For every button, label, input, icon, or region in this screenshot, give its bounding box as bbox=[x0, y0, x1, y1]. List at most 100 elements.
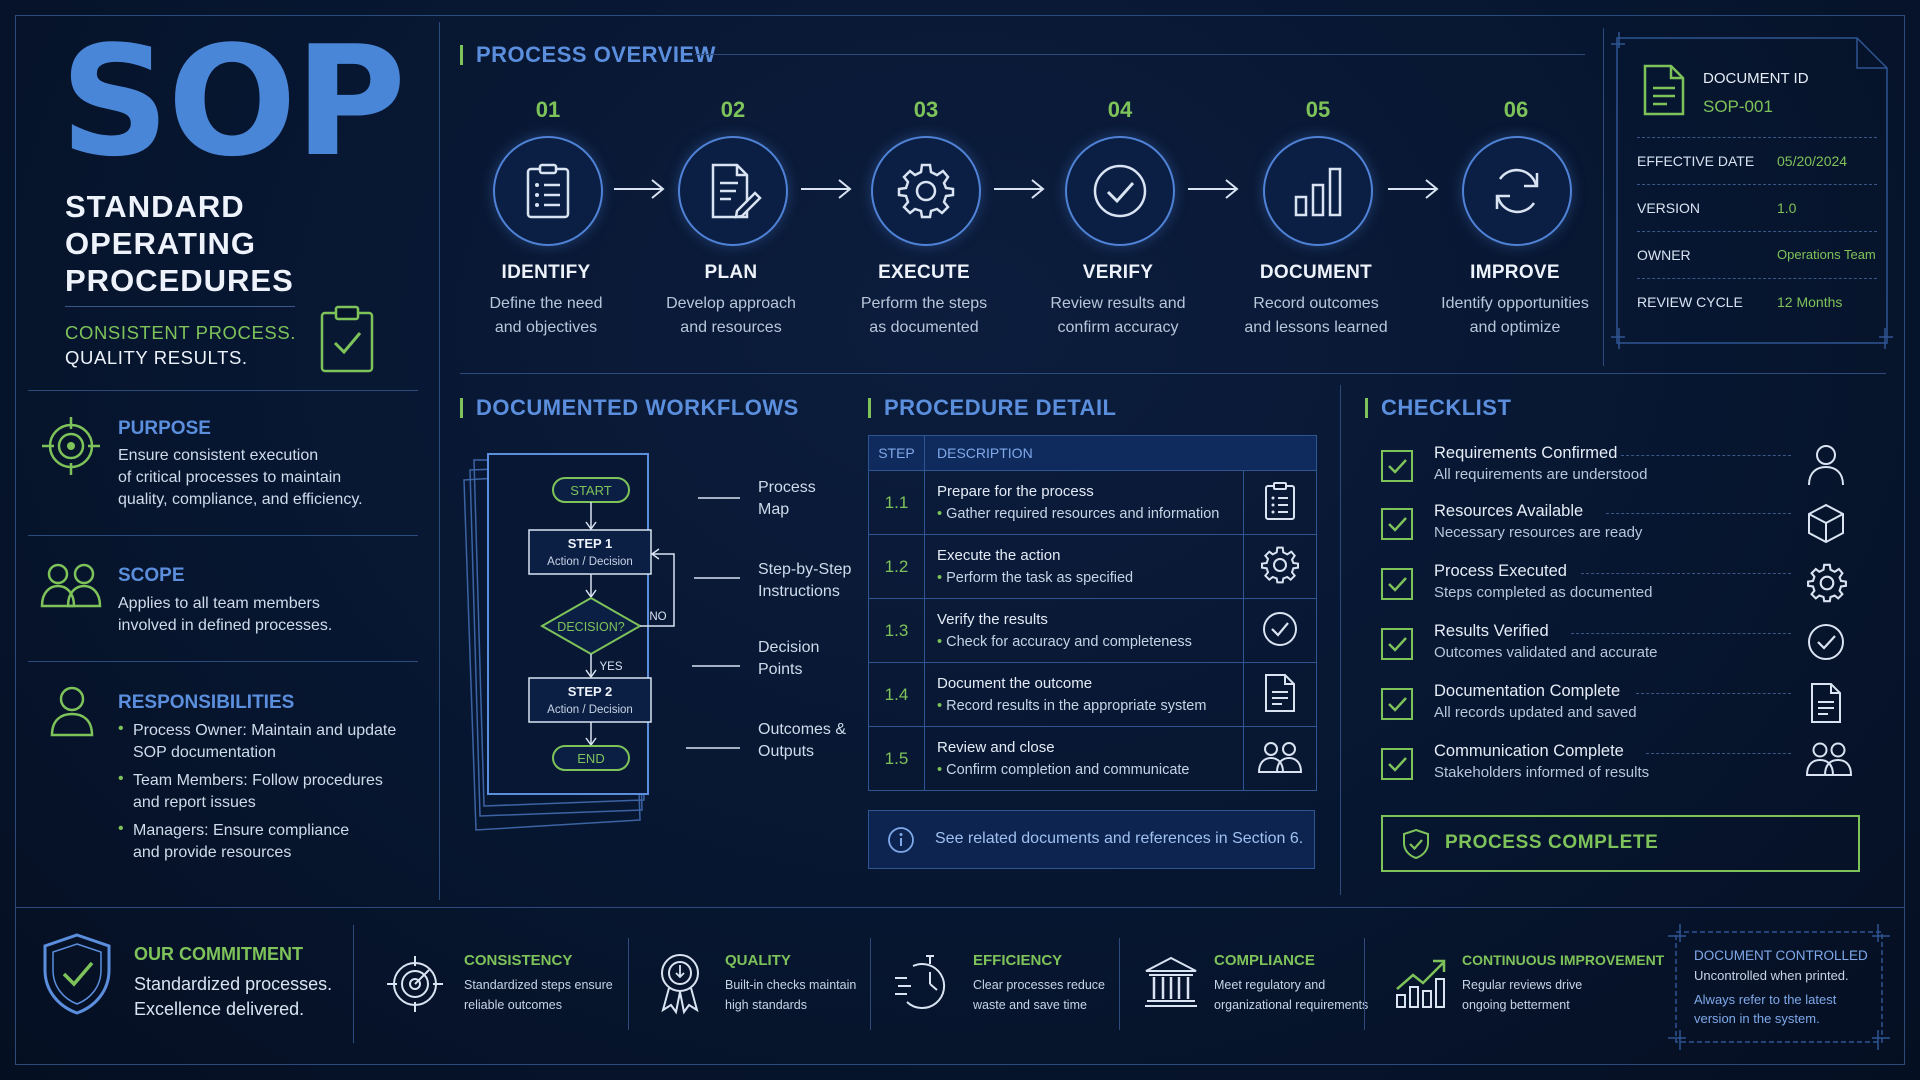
pillar-title: QUALITY bbox=[725, 952, 791, 969]
leader-line bbox=[1646, 753, 1791, 754]
row-divider bbox=[1637, 184, 1877, 185]
checklist-item-title: Resources Available bbox=[1434, 502, 1584, 520]
no-label: NO bbox=[649, 611, 666, 623]
table-row[interactable]: 1.4 Document the outcomeRecord results i… bbox=[868, 662, 1317, 727]
left-column-divider bbox=[439, 22, 440, 900]
building-columns-icon bbox=[1143, 955, 1199, 1014]
checklist-item[interactable]: Resources Available Necessary resources … bbox=[1381, 502, 1861, 552]
checklist-item[interactable]: Documentation Complete All records updat… bbox=[1381, 682, 1861, 732]
commitment-title: OUR COMMITMENT bbox=[134, 944, 303, 964]
checklist-item-title: Communication Complete bbox=[1434, 742, 1624, 760]
text-line: Standardized processes. bbox=[134, 974, 333, 994]
checkbox[interactable] bbox=[1381, 688, 1413, 720]
list-item: • Managers: Ensure compliance and provid… bbox=[118, 820, 418, 864]
description-cell: Execute the actionPerform the task as sp… bbox=[924, 534, 1244, 599]
text-line: Excellence delivered. bbox=[134, 999, 305, 1019]
text-line: Built-in checks maintain bbox=[725, 978, 857, 992]
stopwatch-icon bbox=[893, 952, 951, 1015]
text-line: Record results in the appropriate system bbox=[937, 695, 1242, 718]
step-plan[interactable] bbox=[678, 136, 788, 246]
document-controlled-box: DOCUMENT CONTROLLED Uncontrolled when pr… bbox=[1668, 924, 1890, 1050]
gear-icon bbox=[1243, 534, 1317, 599]
step-identify[interactable] bbox=[493, 136, 603, 246]
gear-icon bbox=[1807, 563, 1847, 603]
check-circle-icon bbox=[1808, 624, 1844, 660]
text-line: Verify the results bbox=[937, 610, 1048, 628]
step-description: Review results and confirm accuracy bbox=[1018, 292, 1218, 340]
bullet: • bbox=[118, 770, 124, 787]
tagline-1: CONSISTENT PROCESS. bbox=[65, 322, 297, 343]
row-key: REVIEW CYCLE bbox=[1637, 294, 1743, 310]
row-value: Operations Team bbox=[1777, 247, 1876, 262]
check-circle-icon bbox=[1243, 598, 1317, 663]
step2-label: STEP 2 bbox=[568, 684, 613, 699]
text-line: Perform the task as specified bbox=[937, 567, 1242, 590]
responsibilities-list: • Process Owner: Maintain and update SOP… bbox=[118, 720, 418, 864]
text-line: reliable outcomes bbox=[464, 998, 562, 1012]
checklist-item[interactable]: Requirements Confirmed All requirements … bbox=[1381, 444, 1861, 494]
sop-logo: SOP bbox=[60, 13, 406, 190]
checkbox[interactable] bbox=[1381, 508, 1413, 540]
step2-sub: Action / Decision bbox=[547, 704, 633, 716]
table-row[interactable]: 1.2 Execute the actionPerform the task a… bbox=[868, 534, 1317, 599]
tagline-2: QUALITY RESULTS. bbox=[65, 347, 248, 368]
checklist-item-subtitle: Necessary resources are ready bbox=[1434, 524, 1643, 541]
checkmark-icon bbox=[1388, 697, 1407, 712]
process-complete-banner[interactable]: PROCESS COMPLETE bbox=[1381, 815, 1860, 872]
overview-title-rule bbox=[695, 54, 1585, 55]
document-icon bbox=[1811, 683, 1841, 723]
left-divider bbox=[28, 535, 418, 536]
workflows-title: DOCUMENTED WORKFLOWS bbox=[460, 395, 799, 421]
footer-divider bbox=[16, 907, 1904, 908]
clipboard-check-icon bbox=[320, 305, 374, 378]
step1-sub: Action / Decision bbox=[547, 556, 633, 568]
step-cell: 1.3 bbox=[868, 598, 925, 663]
step2-node bbox=[528, 677, 652, 723]
arrow-right-icon bbox=[1188, 179, 1239, 199]
overview-bottom-divider bbox=[460, 373, 1886, 374]
scope-title: SCOPE bbox=[118, 565, 185, 586]
text-line: Outputs bbox=[758, 743, 815, 760]
text-line: confirm accuracy bbox=[1057, 319, 1179, 336]
step-cell: 1.4 bbox=[868, 662, 925, 727]
clipboard-icon bbox=[1243, 470, 1317, 535]
step-document[interactable] bbox=[1263, 136, 1373, 246]
title-line: STANDARD bbox=[65, 189, 245, 224]
table-row[interactable]: 1.5 Review and closeConfirm completion a… bbox=[868, 726, 1317, 791]
text-line: ongoing betterment bbox=[1462, 998, 1570, 1012]
target-icon bbox=[40, 415, 102, 482]
column-header: DESCRIPTION bbox=[924, 435, 1317, 471]
table-row[interactable]: 1.1 Prepare for the processGather requir… bbox=[868, 470, 1317, 535]
step-title: PLAN bbox=[704, 262, 758, 283]
table-row[interactable]: 1.3 Verify the resultsCheck for accuracy… bbox=[868, 598, 1317, 663]
checkbox[interactable] bbox=[1381, 568, 1413, 600]
checklist-item[interactable]: Results Verified Outcomes validated and … bbox=[1381, 622, 1861, 672]
step-execute[interactable] bbox=[871, 136, 981, 246]
checklist-item[interactable]: Process Executed Steps completed as docu… bbox=[1381, 562, 1861, 612]
overview-divider bbox=[1603, 28, 1604, 366]
text-line: and objectives bbox=[494, 319, 598, 336]
text-line: Always refer to the latest bbox=[1694, 992, 1837, 1007]
text-line: and optimize bbox=[1469, 319, 1561, 336]
step-description: Perform the steps as documented bbox=[824, 292, 1024, 340]
reference-note[interactable]: See related documents and references in … bbox=[868, 810, 1315, 869]
checkbox[interactable] bbox=[1381, 748, 1413, 780]
step-improve[interactable] bbox=[1462, 136, 1572, 246]
checkbox[interactable] bbox=[1381, 628, 1413, 660]
procedure-table: STEP DESCRIPTION 1.1 Prepare for the pro… bbox=[868, 435, 1317, 791]
step-number: 02 bbox=[720, 97, 746, 122]
checklist-item[interactable]: Communication Complete Stakeholders info… bbox=[1381, 742, 1861, 792]
gear-icon bbox=[897, 163, 955, 219]
reference-note-text: See related documents and references in … bbox=[935, 830, 1304, 847]
checkbox[interactable] bbox=[1381, 450, 1413, 482]
step-verify[interactable] bbox=[1065, 136, 1175, 246]
checkmark-icon bbox=[1388, 577, 1407, 592]
shield-check-icon bbox=[1403, 828, 1429, 860]
checkmark-icon bbox=[1388, 757, 1407, 772]
text-line: Prepare for the process bbox=[937, 482, 1094, 500]
procedure-title: PROCEDURE DETAIL bbox=[868, 395, 1117, 421]
